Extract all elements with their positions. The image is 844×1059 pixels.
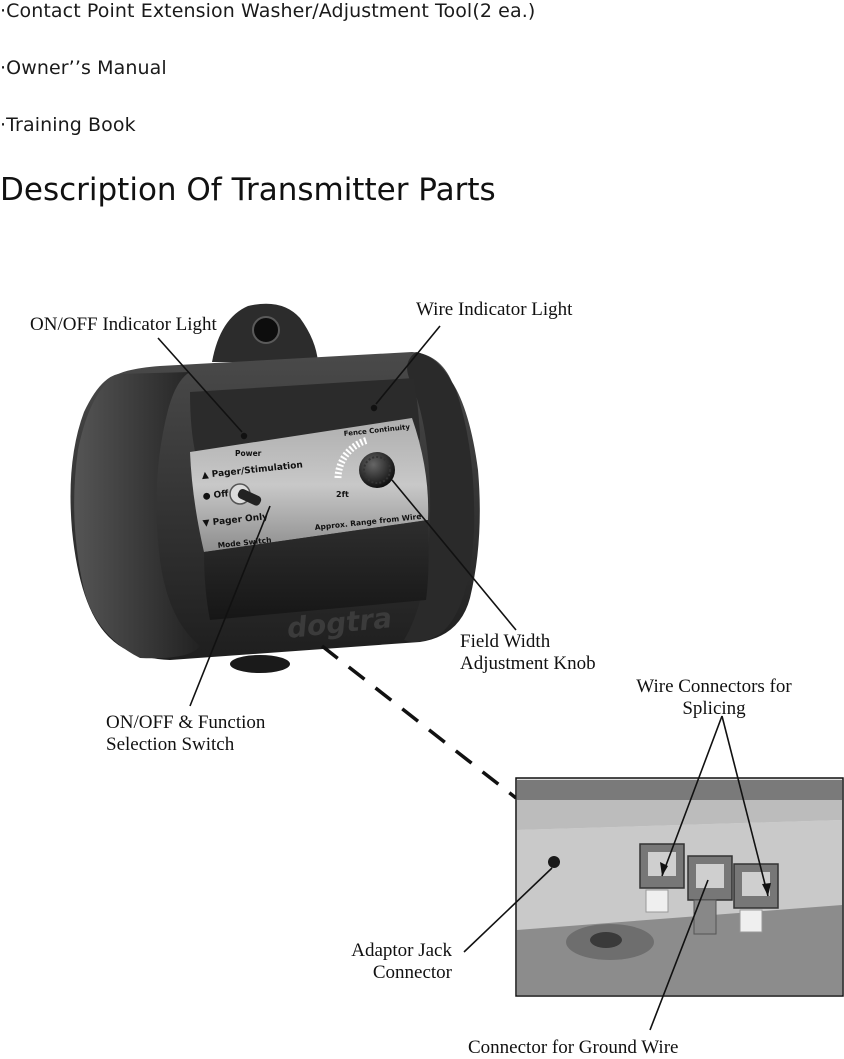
field-width-knob-icon	[359, 452, 395, 488]
list-item: ·Training Book	[0, 114, 136, 136]
range-min-label: 2ft	[336, 490, 349, 499]
section-heading: Description Of Transmitter Parts	[0, 172, 496, 208]
list-item: ·Owner’’s Manual	[0, 57, 167, 79]
power-led-icon	[240, 432, 248, 440]
leader-arrowheads	[660, 862, 771, 896]
mode-toggle-switch-icon	[229, 483, 262, 506]
splice-callout: Wire Connectors for Splicing	[636, 676, 792, 719]
adaptor-jack-callout: Adaptor Jack Connector	[351, 940, 452, 983]
connector-detail-inset	[515, 777, 844, 997]
on-off-indicator-callout: ON/OFF Indicator Light	[30, 314, 217, 335]
power-label: Power	[235, 449, 262, 458]
list-item: ·Contact Point Extension Washer/Adjustme…	[0, 0, 536, 22]
wire-indicator-callout: Wire Indicator Light	[416, 299, 573, 320]
switch-callout: ON/OFF & Function Selection Switch	[106, 712, 266, 755]
wire-led-icon	[370, 404, 378, 412]
detail-dashed-link	[320, 644, 518, 800]
adaptor-jack-icon	[548, 856, 560, 868]
leader-lines	[157, 325, 769, 1031]
transmitter-body	[70, 303, 480, 673]
splice-connector-icon	[733, 863, 779, 933]
field-width-callout: Field Width Adjustment Knob	[460, 631, 596, 674]
ground-wire-callout: Connector for Ground Wire	[468, 1037, 679, 1058]
ground-connector-icon	[687, 855, 733, 935]
mode-option: ● Off	[202, 489, 230, 502]
